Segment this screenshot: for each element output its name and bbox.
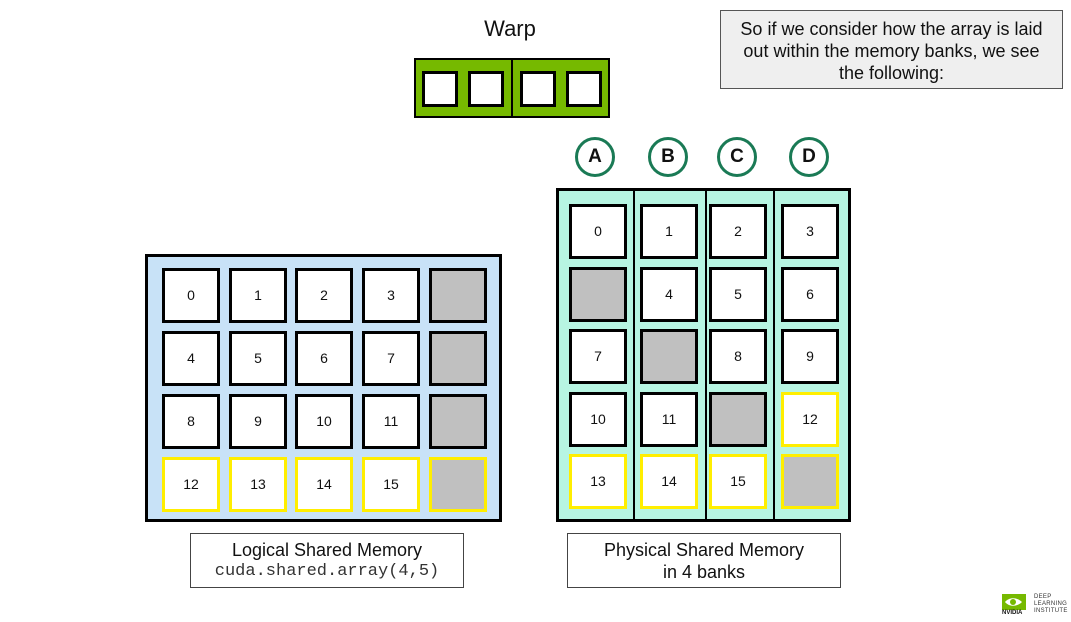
warp-divider (511, 58, 513, 118)
physical-cell: 0 (569, 204, 627, 259)
logical-cell: 10 (295, 394, 353, 449)
logical-cell: 1 (229, 268, 287, 323)
logical-padding-cell (429, 394, 487, 449)
logical-cell: 4 (162, 331, 220, 386)
warp-title: Warp (484, 16, 536, 41)
physical-caption: Physical Shared Memory in 4 banks (567, 533, 841, 588)
logical-cell: 5 (229, 331, 287, 386)
physical-cell: 10 (569, 392, 627, 447)
bank-divider (633, 191, 635, 519)
bank-label-b: B (648, 137, 688, 177)
logical-cell-highlighted: 15 (362, 457, 420, 512)
physical-cell: 5 (709, 267, 767, 322)
logical-cell: 11 (362, 394, 420, 449)
physical-cell-highlighted: 15 (709, 454, 767, 509)
bank-label-a: A (575, 137, 615, 177)
logical-cell-highlighted: 12 (162, 457, 220, 512)
logo-line: DEEP (1034, 594, 1052, 600)
physical-cell: 3 (781, 204, 839, 259)
logo-brand: NVIDIA (1002, 610, 1023, 616)
warp-thread (422, 71, 458, 107)
physical-cell: 4 (640, 267, 698, 322)
physical-cell: 8 (709, 329, 767, 384)
bank-divider (773, 191, 775, 519)
warp-thread (468, 71, 504, 107)
explanation-note: So if we consider how the array is laid … (720, 10, 1063, 89)
logical-caption-code: cuda.shared.array(4,5) (214, 562, 440, 581)
physical-cell: 11 (640, 392, 698, 447)
physical-cell: 6 (781, 267, 839, 322)
bank-divider (705, 191, 707, 519)
bank-label-d: D (789, 137, 829, 177)
logical-padding-cell (429, 331, 487, 386)
logo-text: DEEP LEARNING INSTITUTE (1034, 594, 1068, 615)
physical-padding-cell-highlighted (781, 454, 839, 509)
logical-shared-memory-grid: 0 1 2 3 4 5 6 7 8 9 10 11 12 13 14 15 (145, 254, 502, 522)
warp-thread (566, 71, 602, 107)
physical-cell-highlighted: 12 (781, 392, 839, 447)
physical-cell: 7 (569, 329, 627, 384)
logical-padding-cell-highlighted (429, 457, 487, 512)
logical-cell: 2 (295, 268, 353, 323)
logo-line: INSTITUTE (1034, 608, 1068, 614)
physical-padding-cell (709, 392, 767, 447)
bank-label-c: C (717, 137, 757, 177)
logical-cell: 7 (362, 331, 420, 386)
logical-cell: 6 (295, 331, 353, 386)
physical-caption-subtitle: in 4 banks (662, 562, 746, 582)
logical-cell-highlighted: 13 (229, 457, 287, 512)
physical-padding-cell (640, 329, 698, 384)
physical-cell-highlighted: 13 (569, 454, 627, 509)
warp-thread (520, 71, 556, 107)
physical-caption-title: Physical Shared Memory (603, 540, 805, 560)
physical-cell: 9 (781, 329, 839, 384)
physical-cell-highlighted: 14 (640, 454, 698, 509)
logical-cell: 8 (162, 394, 220, 449)
logo-line: LEARNING (1034, 601, 1068, 607)
logical-cell: 3 (362, 268, 420, 323)
logical-caption-title: Logical Shared Memory (231, 540, 423, 560)
logical-cell: 9 (229, 394, 287, 449)
physical-cell: 2 (709, 204, 767, 259)
physical-cell: 1 (640, 204, 698, 259)
logical-cell-highlighted: 14 (295, 457, 353, 512)
nvidia-eye-logo-icon (1002, 594, 1026, 610)
logical-cell: 0 (162, 268, 220, 323)
logical-padding-cell (429, 268, 487, 323)
physical-padding-cell (569, 267, 627, 322)
logical-caption: Logical Shared Memory cuda.shared.array(… (190, 533, 464, 588)
physical-shared-memory-grid: 0 1 2 3 4 5 6 7 8 9 10 11 12 13 14 15 (556, 188, 851, 522)
